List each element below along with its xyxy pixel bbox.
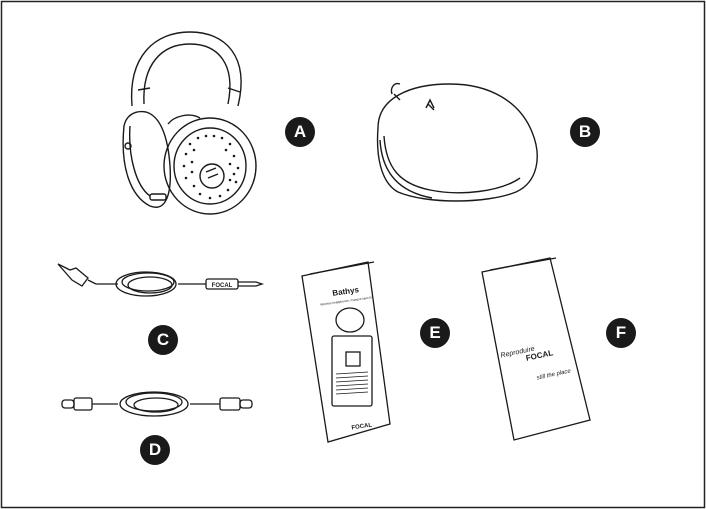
label-badge-c: C — [148, 325, 178, 355]
label-badge-e: E — [420, 318, 450, 348]
guide-title: Bathys — [332, 285, 360, 298]
jack-audio-cable-icon: FOCAL — [57, 263, 265, 297]
label-badge-b: B — [570, 117, 600, 147]
usb-c-cable-icon — [61, 391, 253, 417]
warranty-leaflet-icon: Reproduire FOCAL still the place — [481, 257, 591, 441]
quick-start-guide-icon: Bathys Wireless headphones / Casque sans… — [301, 261, 391, 443]
guide-brand: FOCAL — [351, 423, 373, 432]
label-badge-a: A — [285, 117, 315, 147]
leaflet-script-2: still the place — [536, 368, 572, 381]
headphones-icon — [122, 31, 257, 215]
label-badge-d: D — [140, 435, 170, 465]
cable-plug-text: FOCAL — [212, 283, 233, 289]
carrying-case-icon — [376, 82, 538, 202]
guide-subtitle: Wireless headphones / Casque sans fil — [320, 295, 372, 306]
label-badge-f: F — [606, 318, 636, 348]
